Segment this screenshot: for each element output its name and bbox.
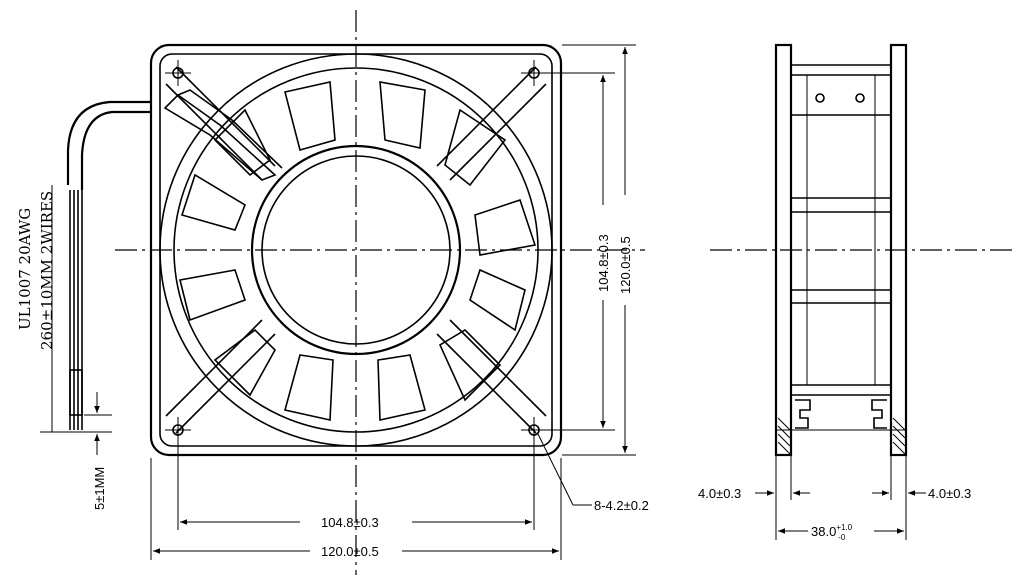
side-dimensions	[755, 455, 926, 540]
dim-depth-base: 38.0	[811, 524, 836, 539]
side-screw-hole	[855, 93, 865, 103]
hole-callout-label: 8-4.2±0.2	[594, 498, 649, 513]
frame-outer-outline	[149, 43, 563, 457]
wire-spec-line1: UL1007 20AWG	[16, 208, 34, 330]
dim-height-outer: 120.0±0.5	[618, 236, 633, 294]
dim-depth-tol-lower: -0	[838, 533, 846, 542]
venturi-outer-ring	[159, 53, 553, 447]
side-screw-hole	[815, 93, 825, 103]
hub-outer	[250, 144, 462, 356]
strip-length-label: 5±1MM	[92, 467, 107, 510]
side-left-flange	[774, 43, 793, 457]
blade-slots	[179, 81, 537, 421]
side-view	[710, 43, 1015, 457]
front-view	[115, 10, 645, 575]
hub-inner	[261, 155, 451, 345]
right-dimensions	[540, 44, 636, 456]
wire-leads	[40, 100, 152, 433]
dim-width-holes: 104.8±0.3	[321, 515, 379, 530]
venturi-inner-ring	[173, 67, 539, 433]
wire-spec-line2: 260±10MM 2WIRES	[38, 191, 56, 350]
wire-clip	[163, 89, 283, 181]
struts	[165, 66, 547, 434]
dim-width-outer: 120.0±0.5	[321, 544, 379, 559]
hole-callout-leader	[537, 433, 592, 506]
strip-length-dimension	[84, 392, 112, 455]
dim-right-flange: 4.0±0.3	[928, 486, 971, 501]
dim-height-holes: 104.8±0.3	[596, 234, 611, 292]
dim-left-flange: 4.0±0.3	[698, 486, 741, 501]
dim-depth-tol-upper: +1.0	[836, 523, 852, 532]
dim-depth: 38.0+1.0-0	[811, 523, 853, 542]
side-right-flange	[889, 43, 908, 457]
bottom-dimensions	[150, 440, 562, 560]
